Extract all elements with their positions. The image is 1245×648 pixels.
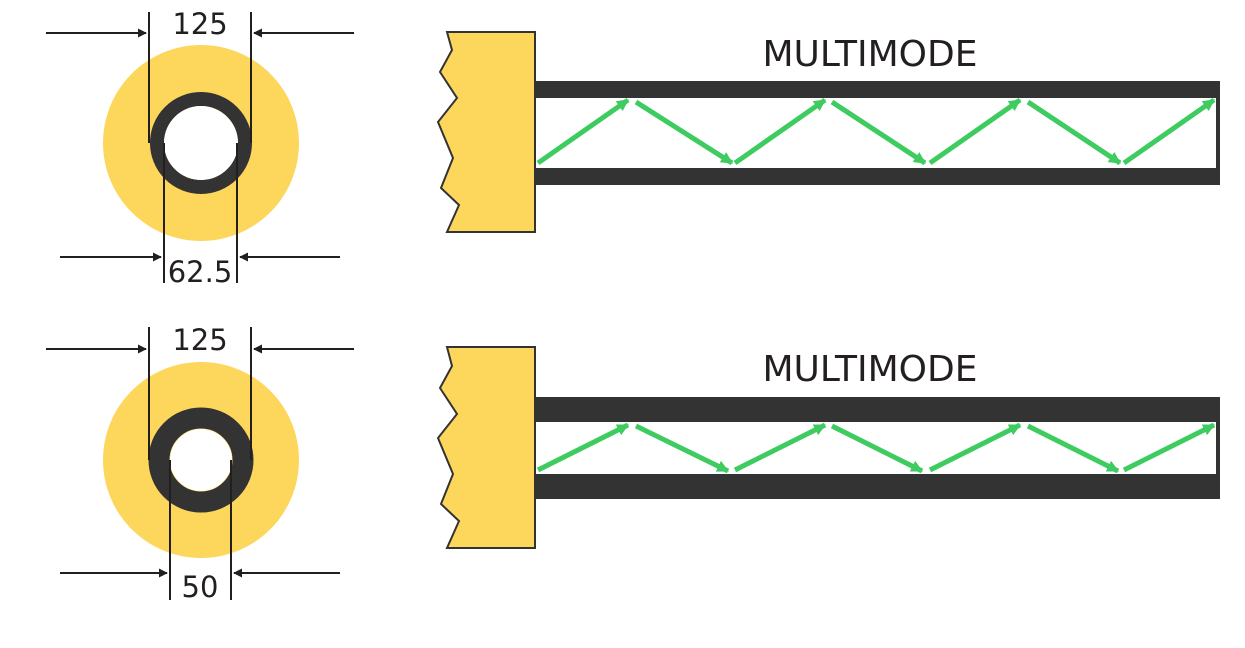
fiber-1-cladding-label: 125 [172, 7, 227, 41]
fiber-2-ray-4 [830, 423, 924, 474]
fiber-1-ray-5 [928, 97, 1022, 166]
fiber-1-core [164, 106, 238, 180]
fiber-2-cross-section: 125 50 [46, 323, 354, 604]
fiber-2-longitudinal: MULTIMODE [436, 346, 1220, 549]
fiber-1-ray-2 [634, 99, 734, 166]
fiber-2-core [170, 429, 232, 491]
fiber-1-mode-label: MULTIMODE [763, 34, 978, 75]
fiber-1-cross-section: 125 62.5 [46, 7, 354, 289]
fiber-2-core-ring [148, 407, 254, 513]
fiber-1-jacket-top [530, 81, 1220, 98]
fiber-1-ray-1 [536, 97, 630, 166]
fiber-2-ray-1 [536, 422, 630, 473]
fiber-1-ray-3 [733, 97, 827, 166]
fiber-1-ray-4 [830, 99, 927, 166]
fiber-1-ray-7 [1122, 97, 1216, 166]
fiber-1-core-ring [150, 92, 252, 194]
fiber-1: 125 62.5 MULTIMODE [46, 7, 1220, 289]
fiber-2-ray-2 [634, 423, 730, 474]
fiber-2-ray-3 [733, 422, 827, 473]
fiber-2-ray-7 [1122, 422, 1216, 473]
fiber-1-jacket-bottom [530, 168, 1220, 185]
fiber-2-jacket-bottom [530, 474, 1220, 499]
fiber-2-jacket-end [1216, 397, 1220, 499]
fiber-1-connector [436, 31, 536, 233]
fiber-2-cladding-label: 125 [172, 323, 227, 357]
fiber-2-ray-6 [1026, 423, 1120, 474]
fiber-2-light-path [536, 422, 1216, 474]
fiber-2-mode-label: MULTIMODE [763, 349, 978, 390]
fiber-1-light-path [536, 97, 1216, 166]
fiber-2-connector [436, 346, 536, 549]
fiber-2-ray-5 [928, 422, 1022, 473]
fiber-2-jacket-top [530, 397, 1220, 422]
fiber-1-core-label: 62.5 [168, 255, 233, 289]
fiber-1-longitudinal: MULTIMODE [436, 31, 1220, 233]
fiber-2-core-label: 50 [182, 570, 219, 604]
fiber-1-jacket-end [1216, 81, 1220, 185]
fiber-2: 125 50 MULTIMODE [46, 323, 1220, 604]
fiber-1-ray-6 [1026, 99, 1122, 166]
